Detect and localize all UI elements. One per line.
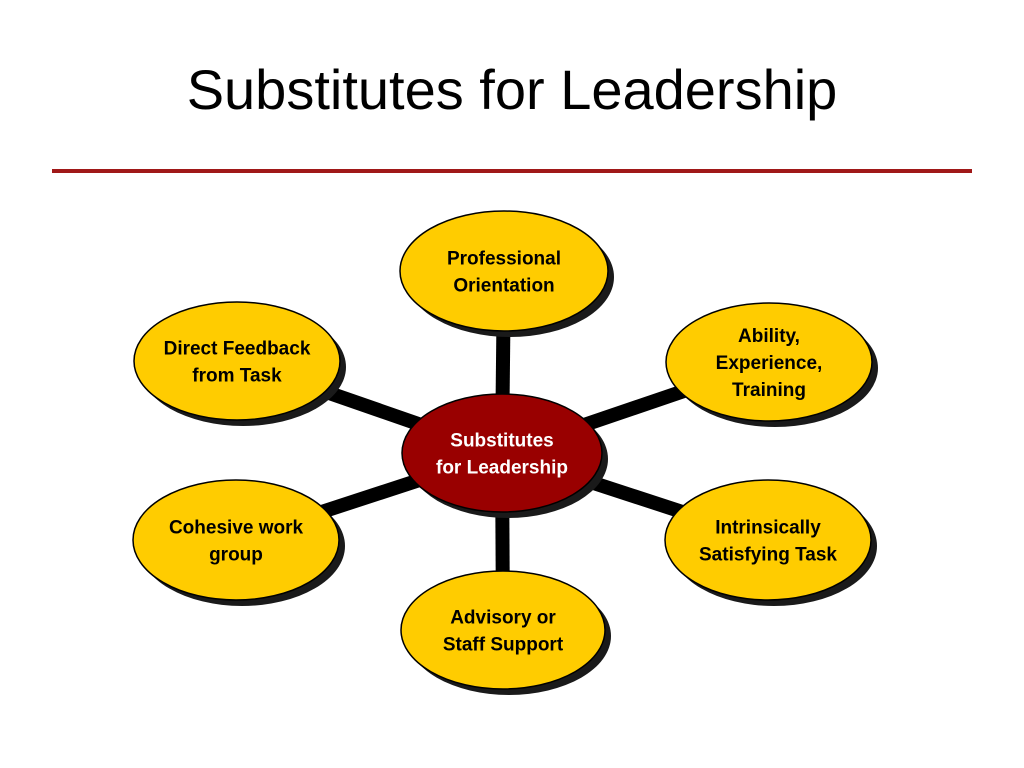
center-node: Substitutes for Leadership [401, 393, 603, 513]
node-cohesive-work-group: Cohesive work group [132, 479, 340, 601]
center-node-substitutes-label-line: Substitutes [450, 431, 553, 452]
center-node-substitutes-ellipse [401, 393, 603, 513]
node-advisory-staff-support: Advisory or Staff Support [400, 570, 606, 690]
slide-title: Substitutes for Leadership [186, 58, 838, 121]
node-advisory-staff-support-label-line: Staff Support [443, 635, 564, 656]
node-ability-experience-training-label-line: Ability, [738, 326, 800, 347]
node-direct-feedback-label-line: Direct Feedback [164, 339, 311, 360]
node-ability-experience-training-label-line: Training [732, 380, 806, 401]
node-professional-orientation-ellipse [399, 210, 609, 332]
node-direct-feedback: Direct Feedback from Task [133, 301, 341, 421]
node-intrinsically-satisfying-task-label-line: Intrinsically [715, 518, 821, 539]
node-cohesive-work-group-ellipse [132, 479, 340, 601]
node-ability-experience-training-label-line: Experience, [716, 353, 823, 374]
node-ability-experience-training-ellipse [665, 302, 873, 422]
node-cohesive-work-group-label-line: group [209, 545, 263, 566]
node-direct-feedback-ellipse [133, 301, 341, 421]
node-cohesive-work-group-label-line: Cohesive work [169, 518, 304, 539]
node-intrinsically-satisfying-task-label-line: Satisfying Task [699, 545, 837, 566]
node-ability-experience-training: Ability, Experience, Training [665, 302, 873, 422]
title-divider [52, 169, 972, 173]
node-direct-feedback-label-line: from Task [192, 366, 282, 387]
center-node-substitutes: Substitutes for Leadership [401, 393, 603, 513]
node-advisory-staff-support-ellipse [400, 570, 606, 690]
node-professional-orientation-label-line: Orientation [453, 276, 554, 297]
node-professional-orientation-label-line: Professional [447, 249, 561, 270]
center-node-substitutes-label-line: for Leadership [436, 458, 568, 479]
node-intrinsically-satisfying-task-ellipse [664, 479, 872, 601]
node-advisory-staff-support-label-line: Advisory or [450, 608, 556, 629]
